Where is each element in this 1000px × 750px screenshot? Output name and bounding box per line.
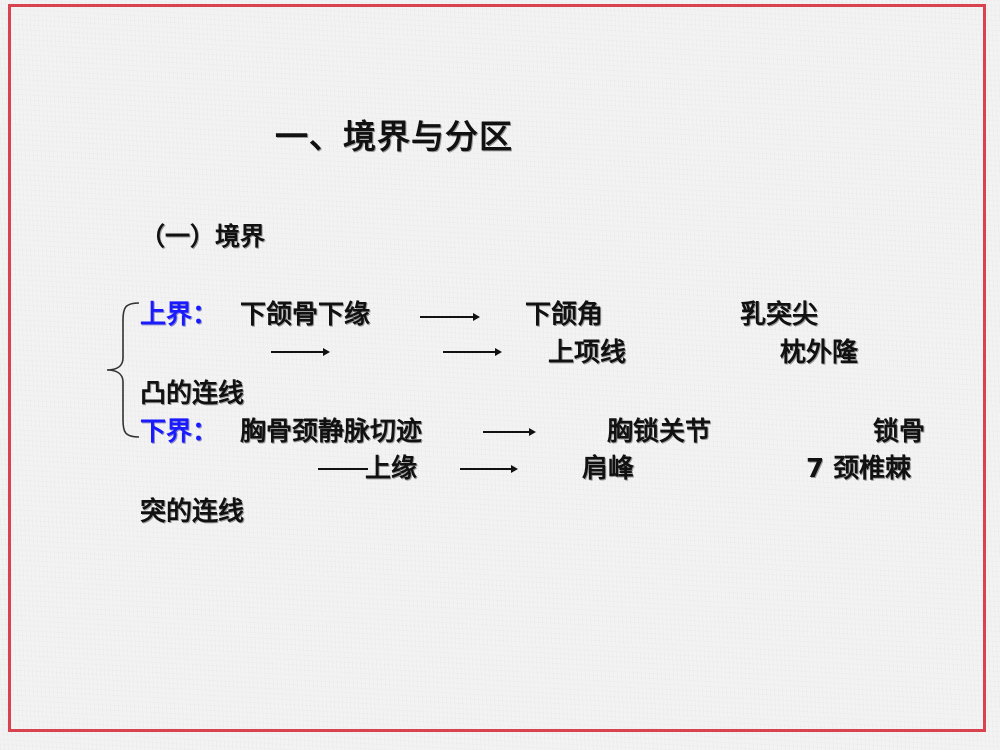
lower-point-5: 肩峰 xyxy=(582,454,635,484)
upper-point-2: 下颌角 xyxy=(525,300,604,330)
arrow-icon xyxy=(271,348,330,356)
upper-point-3: 乳突尖 xyxy=(740,300,819,330)
lower-point-1: 胸骨颈静脉切迹 xyxy=(240,417,423,447)
lower-point-2: 胸锁关节 xyxy=(607,417,712,447)
slide-frame xyxy=(8,4,986,732)
upper-continuation: 凸的连线 xyxy=(140,379,245,409)
upper-boundary-label: 上界： xyxy=(140,300,219,330)
connector-line xyxy=(318,468,368,470)
lower-point-3: 锁骨 xyxy=(873,417,926,447)
upper-point-1: 下颌骨下缘 xyxy=(240,300,371,330)
arrow-icon xyxy=(443,348,502,356)
lower-boundary-label: 下界： xyxy=(140,417,219,447)
arrow-icon xyxy=(420,313,480,321)
arrow-icon xyxy=(483,428,536,436)
section-heading: （一）境界 xyxy=(140,222,266,251)
arrow-icon xyxy=(460,465,518,473)
lower-point-6: 7 颈椎棘 xyxy=(806,454,912,484)
lower-point-4: 上缘 xyxy=(365,454,418,484)
lower-continuation: 突的连线 xyxy=(140,497,245,527)
upper-point-4: 上项线 xyxy=(548,338,627,368)
slide-title: 一、境界与分区 xyxy=(275,117,513,156)
upper-point-5: 枕外隆 xyxy=(780,338,859,368)
curly-brace-icon xyxy=(106,302,140,438)
